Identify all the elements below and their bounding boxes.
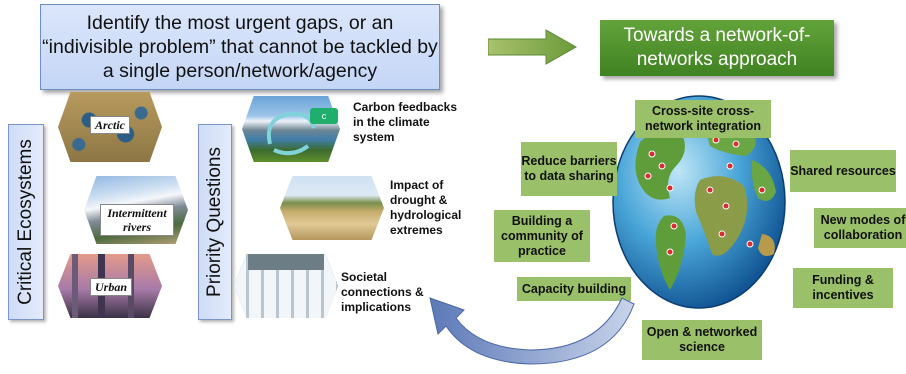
reduce-barriers-box: Reduce barriers to data sharing (521, 142, 617, 196)
globe-icon (612, 95, 786, 309)
funding-box: Funding & incentives (793, 268, 893, 308)
drought-image (280, 176, 384, 240)
critical-ecosystems-text: Critical Ecosystems (15, 139, 36, 305)
network-of-networks-box: Towards a network-of-networks approach (600, 20, 834, 76)
problem-statement-box: Identify the most urgent gaps, or an “in… (40, 4, 440, 90)
priority-questions-label: Priority Questions (198, 124, 232, 320)
carbon-feedbacks-text: Carbon feedbacks in the climate system (353, 100, 458, 144)
problem-statement-text: Identify the most urgent gaps, or an “in… (42, 12, 438, 82)
open-science-box: Open & networked science (642, 320, 762, 360)
network-of-networks-text: Towards a network-of-networks approach (623, 25, 811, 70)
intermittent-rivers-label: Intermittent rivers (100, 204, 174, 236)
shared-resources-box: Shared resources (790, 150, 896, 192)
arctic-hexagon: Arctic (58, 92, 162, 162)
urban-hexagon: Urban (58, 254, 162, 318)
capacity-building-box: Capacity building (517, 277, 631, 301)
carbon-badge: c (310, 108, 338, 124)
dam-wall (248, 254, 324, 270)
feedback-curved-arrow-icon (429, 297, 635, 365)
critical-ecosystems-label: Critical Ecosystems (8, 124, 44, 320)
drought-text: Impact of drought & hydrological extreme… (390, 178, 462, 237)
priority-questions-text: Priority Questions (204, 147, 225, 297)
arctic-label: Arctic (90, 116, 130, 134)
collaboration-box: New modes of collaboration (814, 208, 906, 248)
societal-text: Societal connections & implications (341, 270, 424, 314)
right-arrow-icon (488, 29, 578, 65)
cross-site-integration-box: Cross-site cross-network integration (635, 100, 771, 138)
urban-label: Urban (90, 278, 133, 296)
carbon-feedbacks-image (242, 96, 340, 162)
community-of-practice-box: Building a community of practice (494, 210, 590, 262)
intermittent-rivers-hexagon: Intermittent rivers (84, 176, 188, 244)
